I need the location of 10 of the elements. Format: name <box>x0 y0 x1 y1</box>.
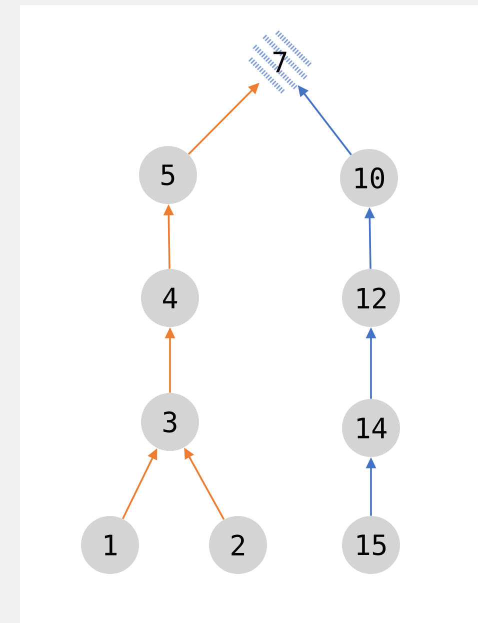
circle-node: 4 <box>141 269 199 327</box>
hatched-node: 7 <box>248 30 312 94</box>
circle-node: 2 <box>209 516 267 574</box>
circle-node: 5 <box>139 146 197 204</box>
circle-node: 15 <box>342 516 400 574</box>
circle-node: 3 <box>141 393 199 451</box>
circle-node: 10 <box>340 149 398 207</box>
circle-node: 12 <box>342 269 400 327</box>
circle-node: 1 <box>81 516 139 574</box>
circle-node: 14 <box>342 399 400 457</box>
